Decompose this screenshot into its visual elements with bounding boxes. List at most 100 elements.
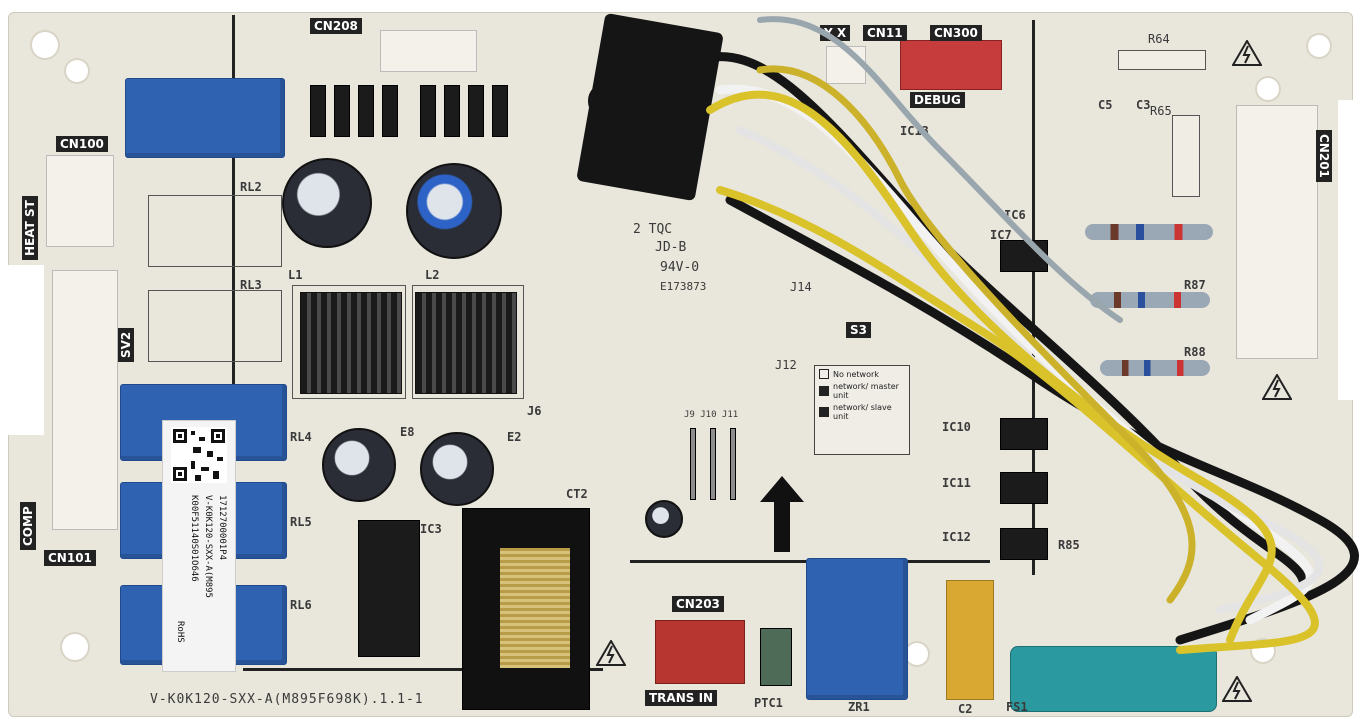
direction-arrow-icon — [760, 476, 804, 552]
ul-id: JD-B — [655, 240, 687, 255]
mounting-hole — [32, 32, 58, 58]
diode — [468, 85, 484, 137]
date-code: 2 TQC — [633, 222, 673, 237]
ic10-chip — [1000, 418, 1048, 450]
silk-l1-outline — [292, 285, 406, 399]
label-j12: J12 — [775, 358, 797, 372]
label-c5: C5 — [1098, 98, 1113, 112]
hazard-warning-icon — [1262, 374, 1292, 400]
switch-mid-icon — [819, 386, 829, 396]
label-zr1: ZR1 — [848, 700, 870, 714]
mounting-hole — [66, 60, 88, 82]
label-rl3: RL3 — [240, 278, 262, 292]
jumper-j10 — [710, 428, 716, 500]
ptc1 — [760, 628, 792, 686]
s3-legend-text: network/ slave unit — [833, 403, 892, 421]
label-r64: R64 — [1148, 32, 1170, 46]
label-c3: C3 — [1136, 98, 1151, 112]
label-r87: R87 — [1184, 278, 1206, 292]
silk-rl2-outline — [148, 195, 282, 267]
s3-legend-text: network/ master unit — [833, 382, 899, 400]
s3-legend-text: No network — [833, 369, 879, 379]
label-cn101: CN101 — [44, 550, 96, 566]
switch-on-icon — [819, 407, 829, 417]
mounting-hole — [906, 643, 928, 665]
diode — [420, 85, 436, 137]
label-rl4: RL4 — [290, 430, 312, 444]
label-r88: R88 — [1184, 345, 1206, 359]
r64-outline — [1118, 50, 1206, 70]
file-no: E173873 — [660, 280, 707, 293]
label-ic10: IC10 — [942, 420, 971, 434]
capacitor-c2 — [946, 580, 994, 700]
silk-line — [1032, 20, 1035, 575]
relay-blue-box — [806, 558, 908, 700]
silk-l2-outline — [412, 285, 524, 399]
connector-sv2[interactable] — [52, 270, 118, 530]
capacitor-large — [282, 158, 372, 248]
label-debug: DEBUG — [910, 92, 965, 108]
connector-cn300[interactable] — [900, 40, 1002, 90]
label-e2: E2 — [507, 430, 522, 444]
label-ic11: IC11 — [942, 476, 971, 490]
heatsink — [415, 292, 517, 394]
label-r65: R65 — [1150, 104, 1172, 118]
ct2-coil — [500, 548, 570, 668]
resistor-r87 — [1090, 292, 1210, 308]
label-ic3: IC3 — [420, 522, 442, 536]
s3-legend-row: network/ master unit — [819, 382, 905, 400]
board-notch-left — [8, 265, 44, 435]
connector-cn100[interactable] — [46, 155, 114, 247]
label-j14: J14 — [790, 280, 812, 294]
label-rl6: RL6 — [290, 598, 312, 612]
capacitor-medium — [322, 428, 396, 502]
jumper-j9 — [690, 428, 696, 500]
label-rl2: RL2 — [240, 180, 262, 194]
relay-rl2 — [125, 78, 285, 158]
diode-row — [310, 85, 520, 145]
silk-rl3-outline — [148, 290, 282, 362]
diode — [444, 85, 460, 137]
connector-cn201[interactable] — [1236, 105, 1318, 359]
label-l2: L2 — [425, 268, 440, 282]
label-j9-j10-j11: J9 J10 J11 — [684, 410, 739, 420]
diode — [358, 85, 374, 137]
resistor-r88 — [1100, 360, 1210, 376]
board-notch-right — [1338, 100, 1361, 400]
diode — [382, 85, 398, 137]
s3-legend-row: network/ slave unit — [819, 403, 905, 421]
s3-legend: No network network/ master unit network/… — [814, 365, 910, 455]
connector-cn203[interactable] — [655, 620, 745, 684]
label-cn11: CN11 — [863, 25, 907, 41]
label-ct2: CT2 — [566, 487, 588, 501]
s3-legend-row: No network — [819, 369, 905, 379]
label-e8: E8 — [400, 425, 415, 439]
label-s3: S3 — [846, 322, 871, 338]
mounting-hole — [1308, 35, 1330, 57]
jumper-j11 — [730, 428, 736, 500]
ic11-chip — [1000, 472, 1048, 504]
diode — [334, 85, 350, 137]
hazard-warning-icon — [596, 640, 626, 666]
connector-cn208[interactable] — [380, 30, 477, 72]
label-cn208: CN208 — [310, 18, 362, 34]
resistor — [1085, 224, 1213, 240]
hazard-warning-icon — [1232, 40, 1262, 66]
label-fs1: FS1 — [1006, 700, 1028, 714]
switch-off-icon — [819, 369, 829, 379]
label-r85: R85 — [1058, 538, 1080, 552]
silk-line — [243, 668, 603, 671]
hazard-warning-icon — [1222, 676, 1252, 702]
label-c2: C2 — [958, 702, 973, 716]
label-j6: J6 — [527, 404, 542, 418]
label-trans-in: TRANS IN — [645, 690, 718, 706]
qr-sticker: 1712700001P4 V-K0K120-SXX-A(M895 K00F511… — [162, 420, 236, 672]
capacitor-small — [645, 500, 683, 538]
label-ic12: IC12 — [942, 530, 971, 544]
label-l1: L1 — [288, 268, 303, 282]
diode — [310, 85, 326, 137]
flammability: 94V-0 — [660, 260, 700, 275]
diode — [492, 85, 508, 137]
label-cn300: CN300 — [930, 25, 982, 41]
